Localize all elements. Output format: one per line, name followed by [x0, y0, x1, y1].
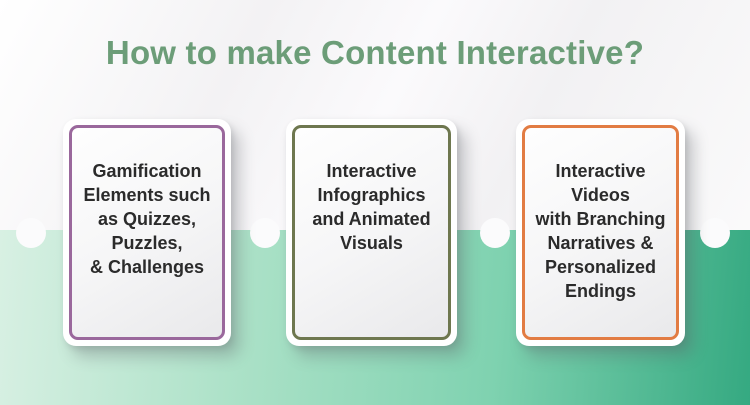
card-text-line: Gamification: [92, 161, 202, 181]
card-text-line: Interactive: [326, 161, 417, 181]
band-notch-icon: [700, 218, 730, 248]
card-videos-frame: Interactive Videos with Branching Narrat…: [522, 125, 679, 340]
card-text-line: Videos: [571, 185, 630, 205]
page-title: How to make Content Interactive?: [105, 34, 645, 71]
card-gamification: Gamification Elements such as Quizzes, P…: [63, 119, 231, 346]
card-text-line: as Quizzes,: [97, 209, 197, 229]
band-notch-icon: [480, 218, 510, 248]
card-text-line: Narratives &: [547, 233, 654, 253]
card-videos: Interactive Videos with Branching Narrat…: [516, 119, 685, 346]
card-text-line: Interactive: [555, 161, 646, 181]
card-text-line: Puzzles,: [111, 233, 183, 253]
card-text-line: Infographics: [317, 185, 426, 205]
card-infographics-frame: Interactive Infographics and Animated Vi…: [292, 125, 451, 340]
card-text-line: Endings: [565, 281, 636, 301]
card-text-line: Elements such: [83, 185, 211, 205]
card-text-line: Personalized: [544, 257, 657, 277]
card-infographics: Interactive Infographics and Animated Vi…: [286, 119, 457, 346]
band-notch-icon: [16, 218, 46, 248]
card-text-line: and Animated: [312, 209, 431, 229]
card-text-line: with Branching: [535, 209, 666, 229]
card-text-line: & Challenges: [89, 257, 205, 277]
card-text-line: Visuals: [340, 233, 403, 253]
band-notch-icon: [250, 218, 280, 248]
card-gamification-frame: Gamification Elements such as Quizzes, P…: [69, 125, 225, 340]
